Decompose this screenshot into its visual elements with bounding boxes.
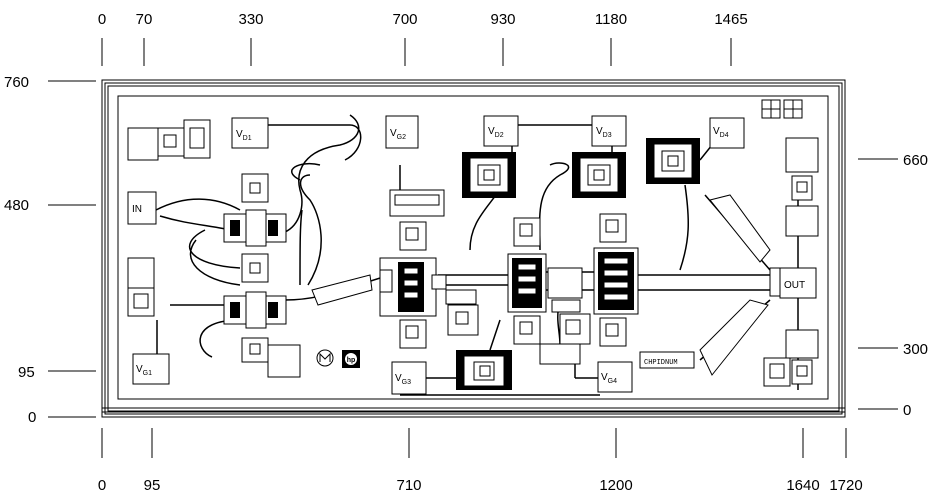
top-tick-700: 700 [392,11,417,28]
left-tick-480: 480 [4,197,29,214]
pad-vg3-sub: G3 [402,379,411,386]
right-tick-0: 0 [903,402,911,419]
pad-vd3-label: V [596,126,603,137]
chip-id-text: CHPIDNUM [644,359,678,367]
bottom-scale: 0 95 710 1200 1640 1720 [98,428,863,494]
gate3-block [456,350,512,390]
pad-out: OUT [779,267,817,299]
pad-vg3: VG3 [391,361,427,395]
pad-vg1: VG1 [132,353,170,385]
top-tick-930: 930 [490,11,515,28]
chip-id-label: CHPIDNUM [639,351,695,369]
alignment-marks [761,99,803,119]
stage2-transistor [379,189,479,349]
pad-vg4-label: V [601,372,608,383]
svg-text:VG1: VG1 [136,364,152,377]
chip-outline [101,79,846,418]
pad-vg2-label: V [390,128,397,139]
bottom-tick-95: 95 [144,477,161,494]
stage4-drain-block [646,138,700,184]
right-scale: 660 300 0 [858,152,928,419]
stub-structures [311,194,771,376]
left-scale: 760 480 95 0 [4,74,96,426]
stage1-lower-transistor [223,291,301,378]
stage2-drain-block [462,152,516,198]
svg-text:VD2: VD2 [488,126,504,139]
pad-out-label: OUT [784,280,805,291]
pad-vd1: VD1 [231,117,269,149]
pad-vg2-sub: G2 [397,134,406,141]
pad-vd2-sub: D2 [495,132,504,139]
pad-vg4: VG4 [597,361,633,393]
pad-vd3-sub: D3 [603,132,612,139]
left-tick-0: 0 [28,409,36,426]
bottom-tick-710: 710 [396,477,421,494]
top-tick-1465: 1465 [714,11,747,28]
pad-vg4-sub: G4 [608,378,617,385]
output-pads [763,137,819,387]
pad-in-label: IN [132,204,142,215]
bottom-tick-1640: 1640 [786,477,819,494]
pad-vd4: VD4 [709,117,745,149]
bottom-tick-0: 0 [98,477,106,494]
pad-vd3: VD3 [591,115,627,147]
top-tick-70: 70 [136,11,153,28]
svg-text:VD4: VD4 [713,126,729,139]
right-tick-660: 660 [903,152,928,169]
pad-vd2-label: V [488,126,495,137]
pad-vg1-label: V [136,364,143,375]
pad-vd4-sub: D4 [720,132,729,139]
top-tick-1180: 1180 [595,11,627,28]
pad-in: IN [127,191,157,225]
left-tick-760: 760 [4,74,29,91]
top-tick-0: 0 [98,11,106,28]
svg-text:VD1: VD1 [236,129,252,142]
pad-vg2: VG2 [385,115,419,149]
svg-text:VG2: VG2 [390,128,406,141]
svg-text:VG3: VG3 [395,373,411,386]
pad-vd1-label: V [236,129,243,140]
input-pads [127,119,211,317]
stage3-transistor [507,217,591,365]
bottom-tick-1200: 1200 [599,477,632,494]
bottom-tick-1720: 1720 [829,477,862,494]
svg-text:hp: hp [347,357,356,364]
pad-vd2: VD2 [483,115,519,147]
pad-vg3-label: V [395,373,402,384]
stage4-transistor [593,213,639,347]
svg-text:VG4: VG4 [601,372,617,385]
svg-text:VD3: VD3 [596,126,612,139]
pad-vd4-label: V [713,126,720,137]
top-tick-330: 330 [238,11,263,28]
stage1-upper-transistor [223,173,287,283]
stage3-drain-block [572,152,626,198]
pad-vg1-sub: G1 [143,370,152,377]
left-tick-95: 95 [18,364,35,381]
logo-marks: hp [316,349,360,368]
top-scale: 0 70 330 700 930 1180 1465 [98,11,748,66]
right-tick-300: 300 [903,341,928,358]
pad-vd1-sub: D1 [243,135,252,142]
